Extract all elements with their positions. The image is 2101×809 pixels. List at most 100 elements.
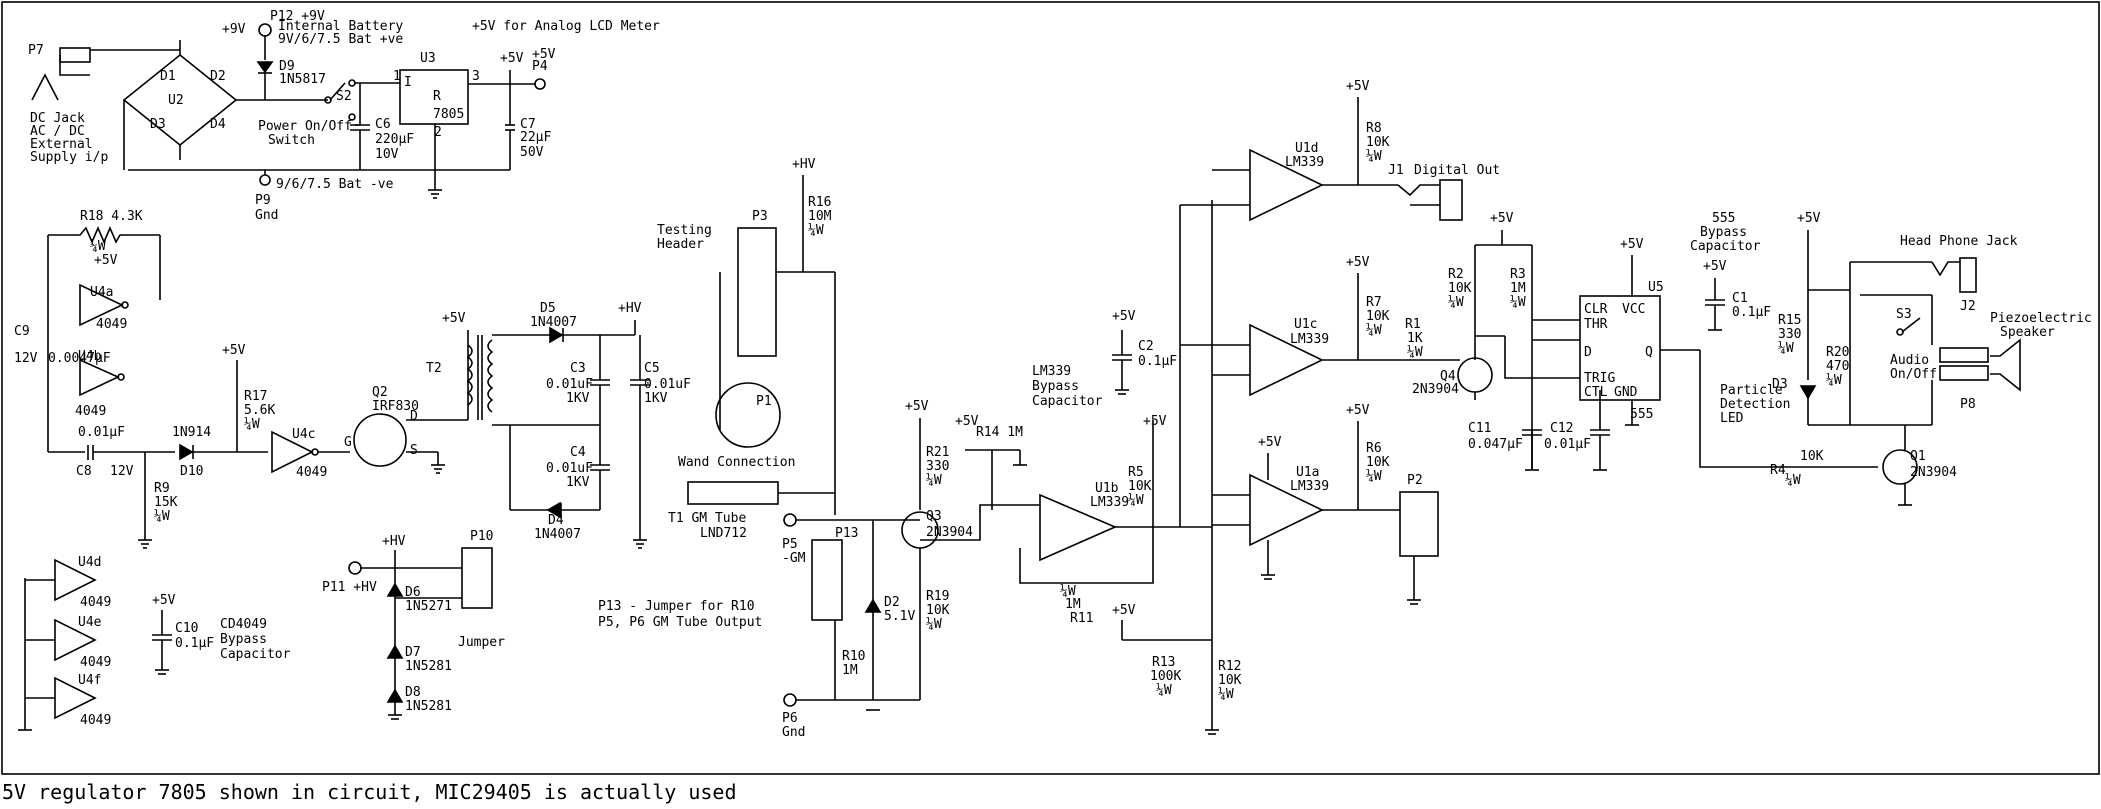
c7-value: 22µF — [520, 130, 551, 145]
c7-voltage: 50V — [520, 145, 544, 160]
r10-label: R10 — [842, 649, 865, 664]
r13-watt: ¼W — [1156, 683, 1172, 698]
u1d-comparator — [1249, 148, 1324, 222]
u1a-comparator — [1249, 473, 1324, 547]
r21-value: 330 — [926, 459, 949, 474]
j2-jack-body — [1959, 257, 1977, 293]
d10-diode-icon — [179, 443, 194, 461]
b555-2: Bypass — [1700, 225, 1747, 240]
r4-label: R4 — [1770, 463, 1786, 478]
u3-pin1: 1 — [393, 69, 401, 84]
d6-label: D6 — [405, 585, 421, 600]
c2-plus5: +5V — [1112, 309, 1136, 324]
c3-label: C3 — [570, 361, 586, 376]
b555-3: Capacitor — [1690, 239, 1761, 254]
t2-label: T2 — [426, 361, 442, 376]
q1-value: 2N3904 — [1910, 465, 1957, 480]
p13-label: P13 — [835, 526, 858, 541]
u1a-plus5: +5V — [1258, 435, 1282, 450]
r5-value: 10K — [1128, 479, 1152, 494]
c8-label: C8 — [76, 464, 92, 479]
s2-label: S2 — [336, 89, 352, 104]
r8-plus5: +5V — [1346, 79, 1370, 94]
r16-label: R16 — [808, 195, 831, 210]
p5-value: -GM — [782, 551, 806, 566]
lm-bypass-3: Capacitor — [1032, 394, 1103, 409]
p12-label: P12 +9V — [270, 9, 325, 24]
comparator-u1b-section: +5V R14 1M U1b LM339 +5V R5 10K ¼W 1M R1… — [955, 309, 1242, 735]
d4b-diode-icon — [546, 501, 561, 519]
p4-v2: +5V — [500, 51, 524, 66]
r19-value: 10K — [926, 603, 950, 618]
speaker-icon — [1990, 338, 2021, 392]
particle-1: Particle — [1720, 383, 1783, 398]
battery-label: Internal Battery — [278, 19, 403, 34]
r3-label: R3 — [1510, 267, 1526, 282]
headphone-label: Head Phone Jack — [1900, 234, 2018, 249]
cd-bypass-2: Bypass — [220, 632, 267, 647]
r17-plus5: +5V — [222, 343, 246, 358]
c9-label: C9 — [14, 324, 30, 339]
u5-label: U5 — [1648, 280, 1664, 295]
c9-value: 0.0047µF — [48, 351, 111, 366]
r19-label: R19 — [926, 589, 949, 604]
s3-label: S3 — [1896, 307, 1912, 322]
r12-label: R12 — [1218, 659, 1241, 674]
u4a-plus5: +5V — [94, 253, 118, 268]
r9-value: 15K — [154, 495, 178, 510]
p11-label: P11 +HV — [322, 580, 377, 595]
q2-mosfet — [353, 413, 407, 467]
r7-plus5: +5V — [1346, 255, 1370, 270]
r20-watt: ¼W — [1826, 373, 1842, 388]
q2-value: IRF830 — [372, 399, 419, 414]
c9-volt: 12V — [14, 351, 38, 366]
r3-value: 1M — [1510, 281, 1526, 296]
d7-diode-icon — [386, 644, 404, 659]
r12-watt: ¼W — [1218, 687, 1234, 702]
c6-value: 220µF — [375, 132, 414, 147]
r7-value: 10K — [1366, 309, 1390, 324]
p6-label: P6 — [782, 711, 798, 726]
u4f-part: 4049 — [80, 713, 111, 728]
r6-plus5: +5V — [1346, 403, 1370, 418]
r13-label: R13 — [1152, 655, 1175, 670]
r18-label: R18 4.3K — [80, 209, 143, 224]
c5-voltage: 1KV — [644, 391, 668, 406]
p9-connector — [259, 174, 271, 186]
r2r3-plus5: +5V — [1490, 211, 1514, 226]
p12-connector — [258, 23, 272, 37]
c4-label: C4 — [570, 445, 586, 460]
q4-value: 2N3904 — [1412, 382, 1459, 397]
spare-gates-section: U4d 4049 U4e 4049 U4f 4049 +5V C10 0.1µF… — [18, 529, 505, 731]
r17-value: 5.6K — [244, 403, 275, 418]
d9-diode-icon — [256, 61, 274, 74]
t1-label: T1 GM Tube — [668, 511, 746, 526]
d4-label: D4 — [210, 117, 226, 132]
q2-label: Q2 — [372, 385, 388, 400]
comparators-right-section: U1d LM339 +5V R8 10K ¼W J1 Digital Out U… — [1179, 79, 1500, 640]
u4f-label: U4f — [78, 673, 101, 688]
audio-2: On/Off — [1890, 367, 1937, 382]
q4-label: Q4 — [1440, 369, 1456, 384]
d2-label: D2 — [884, 595, 900, 610]
particle-2: Detection — [1720, 397, 1790, 412]
r14-plus5: +5V — [955, 414, 979, 429]
j1-label: J1 — [1388, 163, 1404, 178]
c1-plus5: +5V — [1703, 259, 1727, 274]
piezo-element-2 — [1939, 365, 1989, 381]
r4-watt: ¼W — [1785, 473, 1801, 488]
p10-hv: +HV — [382, 534, 406, 549]
d6-value: 1N5271 — [405, 599, 452, 614]
u1c-label: U1c — [1294, 317, 1317, 332]
u4e-label: U4e — [78, 615, 102, 630]
hv-label: +HV — [618, 301, 642, 316]
d9-value: 1N5817 — [279, 72, 326, 87]
p3-header — [737, 227, 777, 357]
u1a-part: LM339 — [1290, 479, 1329, 494]
u4a-label: U4a — [90, 285, 113, 300]
p5-label: P5 — [782, 537, 798, 552]
q2-drain: D — [410, 409, 418, 424]
u3-r: R — [433, 89, 441, 104]
b555-1: 555 — [1712, 211, 1735, 226]
r6-label: R6 — [1366, 441, 1382, 456]
